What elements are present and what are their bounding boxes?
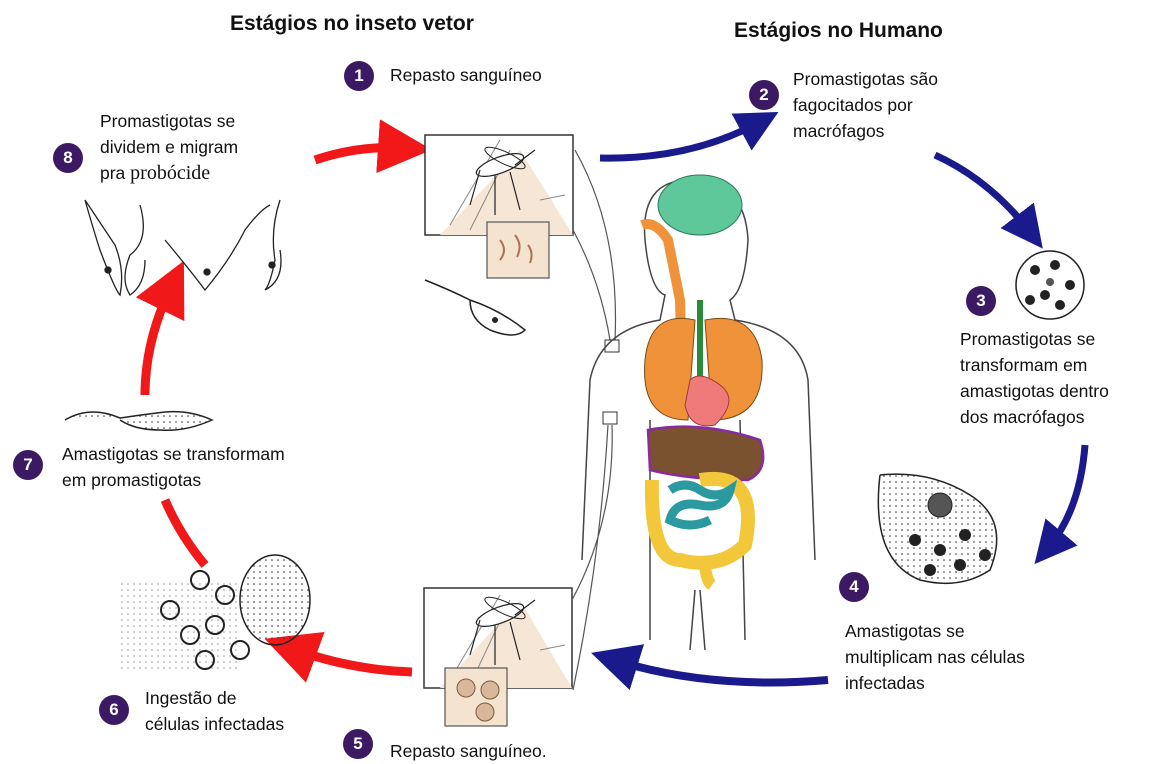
promastigote-transforming-image [65,412,212,431]
promastigote-in-vector-image [425,280,525,335]
arrow-8-to-1 [315,148,405,161]
step-8-label: Promastigotas se dividem e migram pra pr… [100,108,238,186]
step-1-label: Repasto sanguíneo [390,62,542,88]
step-3-label: Promastigotas se transformam em amastigo… [960,326,1109,430]
step-8-badge: 8 [53,143,83,173]
promastigotes-dividing-image [85,200,281,295]
arrow-5-to-6 [290,648,412,672]
infected-cells-ingestion-image [120,555,310,670]
arrow-4-to-5 [614,660,828,683]
step-1-badge: 1 [344,61,374,91]
step-2-label: Promastigotas são fagocitados por macróf… [793,66,938,144]
step-2-badge: 2 [749,80,779,110]
step-6-badge: 6 [99,695,129,725]
step-7-badge: 7 [13,450,43,480]
step-5-label: Repasto sanguíneo. [390,738,547,764]
step-4-label: Amastigotas se multiplicam nas células i… [845,618,1025,696]
arrow-2-to-3 [935,155,1030,232]
arrow-7-to-8 [145,285,172,395]
step-7-label: Amastigotas se transformam em promastigo… [62,441,285,493]
vector-stages-title: Estágios no inseto vetor [230,12,474,36]
step-5-badge: 5 [343,729,373,759]
arrow-3-to-4 [1048,445,1085,548]
multiplying-amastigotes-image [878,474,996,583]
step-3-badge: 3 [966,286,996,316]
human-stages-title: Estágios no Humano [734,19,943,43]
step-6-label: Ingestão de células infectadas [145,685,284,737]
sandfly-feeding-image-top [425,135,573,278]
sandfly-feeding-image-bottom [424,588,572,726]
arrow-1-to-2 [600,122,760,158]
arrow-6-to-7 [165,500,205,565]
infected-macrophage-image [1016,251,1084,319]
step-4-badge: 4 [839,572,869,602]
